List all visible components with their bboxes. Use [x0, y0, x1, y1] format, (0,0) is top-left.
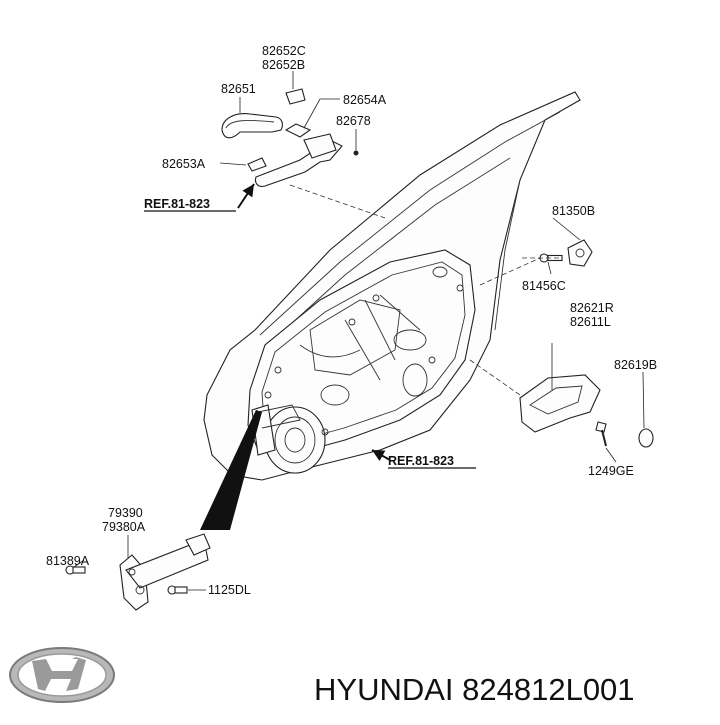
part-label-82651: 82651 [221, 82, 256, 96]
part-label-81456c: 81456C [522, 279, 566, 293]
leader-lines [73, 71, 645, 591]
part-label-82652b: 82652B [262, 58, 305, 72]
front-door-panel [203, 91, 581, 481]
door-checker [119, 533, 211, 611]
ref-label-mid: REF.81-823 [388, 454, 454, 468]
part-label-1249ge: 1249GE [588, 464, 634, 478]
part-label-79390: 79390 [108, 506, 143, 520]
part-number-caption: HYUNDAI 824812L001 [314, 672, 635, 707]
part-label-82678: 82678 [336, 114, 371, 128]
part-label-82619b: 82619B [614, 358, 657, 372]
inside-handle-screw [595, 421, 607, 447]
handle-bolt [353, 150, 359, 156]
hyundai-logo-icon [9, 647, 115, 703]
part-label-82621r: 82621R [570, 301, 614, 315]
handle-base-frame [254, 133, 343, 187]
outside-handle [221, 113, 283, 139]
part-label-82654a: 82654A [343, 93, 387, 107]
checker-bolt-left [65, 565, 86, 575]
part-label-81389a: 81389A [46, 554, 90, 568]
handle-pad [247, 157, 267, 172]
ref-label-top: REF.81-823 [144, 197, 210, 211]
part-label-81350b: 81350B [552, 204, 595, 218]
part-label-82611l: 82611L [570, 315, 611, 329]
door-checker-pointer [200, 410, 262, 530]
checker-bolt-right [167, 585, 188, 595]
part-label-1125dl: 1125DL [208, 583, 251, 597]
door-striker [567, 239, 593, 267]
handle-cover-cap [638, 428, 654, 448]
part-label-82653a: 82653A [162, 157, 206, 171]
reference-arrows [144, 183, 476, 469]
handle-cap [285, 88, 306, 105]
part-label-79380a: 79380A [102, 520, 146, 534]
handle-cover [284, 123, 312, 138]
part-label-82652c: 82652C [262, 44, 306, 58]
inside-handle [519, 374, 601, 433]
